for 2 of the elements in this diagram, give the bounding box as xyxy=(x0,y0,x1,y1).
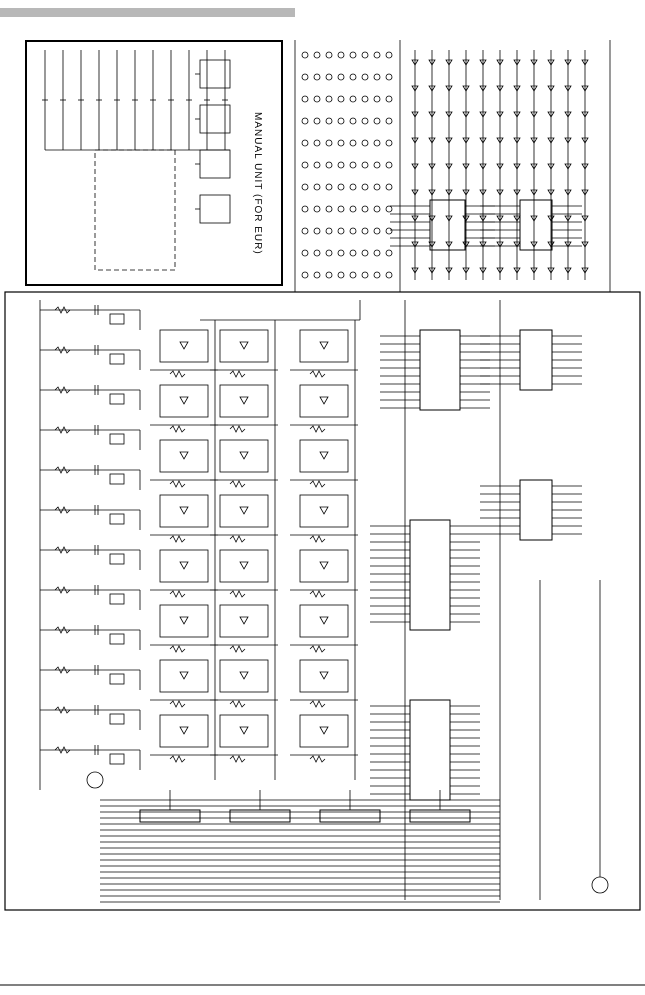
unit-outline xyxy=(25,40,283,286)
unit-title: MANUAL UNIT (FOR EUR) xyxy=(252,112,263,255)
